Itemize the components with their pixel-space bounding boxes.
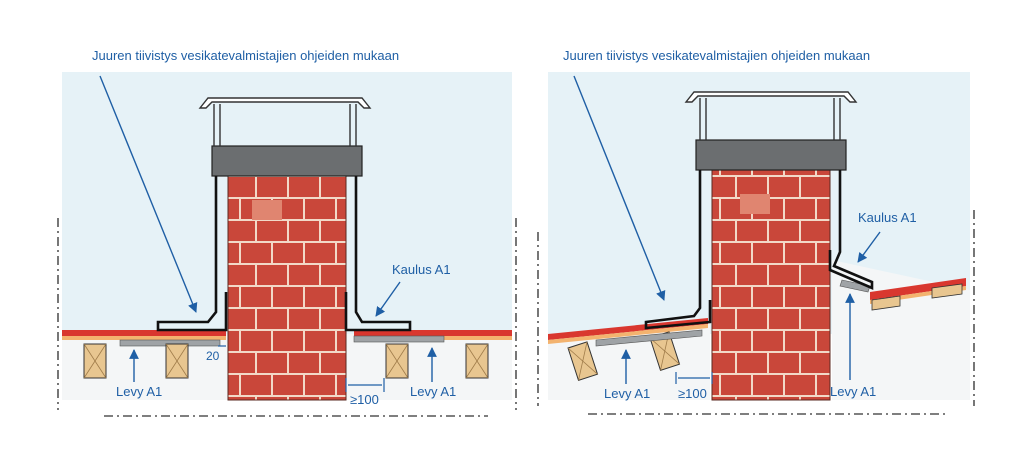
collar-label: Kaulus A1 (858, 210, 917, 225)
distance-dimension (345, 378, 385, 392)
collar-pointer (375, 281, 401, 317)
section-frame-left (57, 218, 517, 417)
distance-dimension-label: ≥100 (350, 392, 379, 407)
timber-joists-left (83, 343, 489, 379)
plate-right-label: Levy A1 (410, 384, 456, 399)
section-frame-right (537, 210, 975, 415)
gap-dimension-label: 20 (206, 349, 220, 363)
collar-flashing-right (644, 170, 874, 330)
rain-hood (684, 91, 858, 140)
plate-right-label: Levy A1 (830, 384, 876, 399)
chimney-stack (227, 175, 347, 401)
flat-roof-diagram: Juuren tiivistys vesikatevalmistajien oh… (57, 48, 517, 417)
collar-flashing-left (156, 176, 412, 332)
timber-joists-right (567, 331, 681, 381)
distance-dimension-label: ≥100 (678, 386, 707, 401)
chimney-cap (695, 139, 847, 171)
collar-pointer (857, 231, 881, 263)
plate-left (595, 329, 703, 347)
chimney-stack (711, 169, 831, 401)
root-seal-note: Juuren tiivistys vesikatevalmistajien oh… (92, 48, 399, 63)
plate-left-label: Levy A1 (116, 384, 162, 399)
root-seal-note: Juuren tiivistys vesikatevalmistajien oh… (563, 48, 870, 63)
roof-deck-right-slope (870, 278, 966, 311)
distance-dimension (675, 372, 713, 384)
rain-hood (198, 97, 372, 146)
root-seal-pointer (99, 75, 198, 313)
roof-deck-left-slope (548, 318, 708, 344)
plate-left-label: Levy A1 (604, 386, 650, 401)
pitched-roof-diagram: Juuren tiivistys vesikatevalmistajien oh… (537, 48, 975, 415)
root-seal-pointer (573, 75, 666, 301)
collar-label: Kaulus A1 (392, 262, 451, 277)
chimney-cap (211, 145, 363, 177)
plate-right (353, 335, 445, 343)
